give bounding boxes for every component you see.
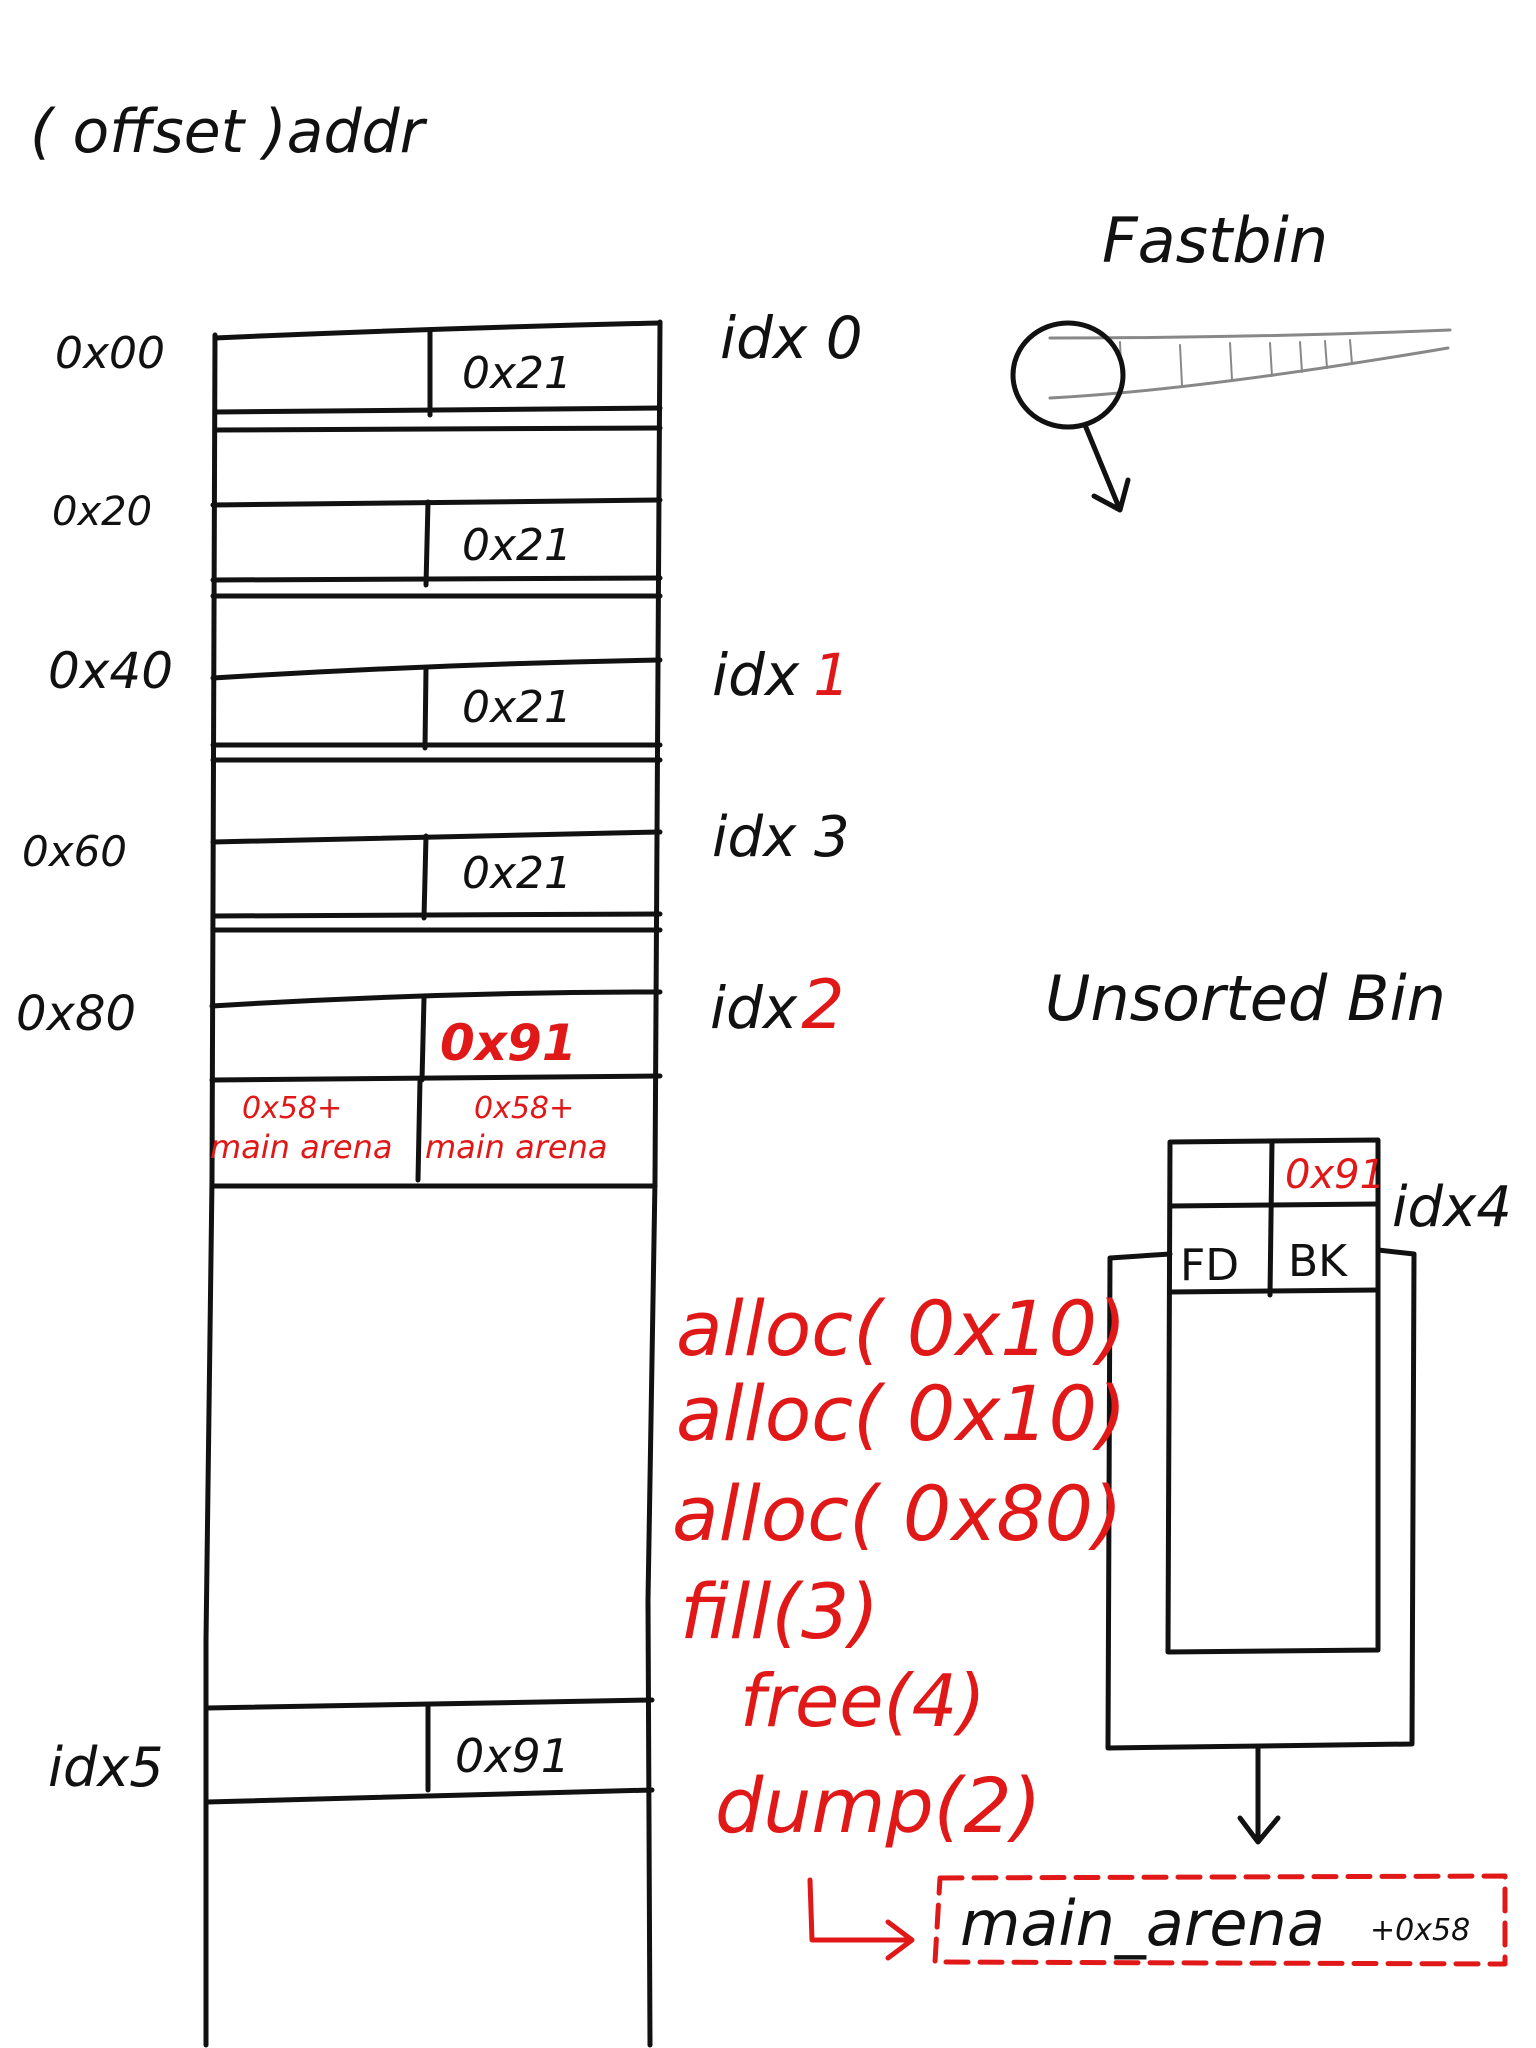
chunk-size-3: 0x21 bbox=[462, 848, 572, 899]
addr-title: ( offset )addr bbox=[30, 97, 428, 167]
unsorted-bin-structure: 0x91 FD BK idx4 bbox=[1105, 1137, 1512, 1845]
operation-4: fill(3) bbox=[680, 1567, 879, 1656]
unsorted-bin-idx: idx4 bbox=[1392, 1175, 1512, 1240]
operation-5: free(4) bbox=[740, 1659, 986, 1743]
operation-3: alloc( 0x80) bbox=[672, 1469, 1123, 1558]
result-main-arena: main_arena bbox=[960, 1887, 1325, 1960]
unsorted-bin-arrow bbox=[1237, 1743, 1281, 1845]
fastbin-array bbox=[1010, 320, 1452, 513]
idx-label-1-prefix: idx bbox=[712, 641, 800, 709]
fastbin-arrow bbox=[1082, 422, 1131, 513]
addr-label-0x20: 0x20 bbox=[52, 489, 152, 535]
operation-1: alloc( 0x10) bbox=[676, 1284, 1127, 1373]
addr-label-0x60: 0x60 bbox=[22, 827, 127, 876]
bk-value-line2: main arena bbox=[425, 1128, 607, 1166]
idx-label-0: idx 0 bbox=[720, 304, 863, 372]
chunk-0x20: 0x21 bbox=[210, 497, 663, 599]
idx-label-2-prefix: idx bbox=[710, 974, 798, 1042]
operation-6: dump(2) bbox=[715, 1761, 1041, 1850]
chunk-0x00: 0x21 bbox=[212, 329, 663, 433]
chunk-idx5: 0x91 bbox=[204, 1697, 655, 1805]
fd-value-line1: 0x58+ bbox=[242, 1091, 342, 1126]
chunk-0x80: 0x91 0x58+ main arena 0x58+ main arena bbox=[209, 989, 663, 1189]
chunk-size-4: 0x91 bbox=[440, 1014, 577, 1072]
result-arrow bbox=[807, 1877, 915, 1961]
idx-label-2-number: 2 bbox=[801, 966, 844, 1045]
unsorted-bin-fd: FD bbox=[1180, 1240, 1239, 1291]
chunk-0x40: 0x21 bbox=[210, 657, 663, 763]
addr-label-0x00: 0x00 bbox=[55, 328, 165, 379]
chunk-size-idx5: 0x91 bbox=[455, 1729, 570, 1783]
operation-2: alloc( 0x10) bbox=[676, 1369, 1127, 1458]
chunk-0x60: 0x21 bbox=[210, 829, 663, 933]
operations-list: alloc( 0x10) alloc( 0x10) alloc( 0x80) f… bbox=[672, 1284, 1127, 1850]
unsorted-bin-size: 0x91 bbox=[1285, 1152, 1385, 1198]
idx5-label: idx5 bbox=[48, 1736, 164, 1799]
chunk-size-0: 0x21 bbox=[462, 348, 572, 399]
fastbin-head-circle bbox=[1010, 320, 1126, 430]
fastbin-title: Fastbin bbox=[1102, 204, 1328, 277]
idx-label-2: idx2 bbox=[710, 966, 845, 1045]
chunk-size-1: 0x21 bbox=[462, 520, 572, 571]
unsorted-bin-title: Unsorted Bin bbox=[1045, 962, 1446, 1035]
chunk-size-2: 0x21 bbox=[462, 682, 572, 733]
idx-label-1-number: 1 bbox=[813, 641, 850, 709]
fd-value-line2: main arena bbox=[210, 1128, 392, 1166]
addr-label-0x80: 0x80 bbox=[16, 986, 136, 1042]
result-box: main_arena +0x58 bbox=[932, 1873, 1508, 1967]
bk-value-line1: 0x58+ bbox=[474, 1091, 574, 1126]
idx-label-3: idx 3 bbox=[712, 805, 850, 870]
unsorted-bin-bk: BK bbox=[1288, 1236, 1348, 1287]
addr-label-0x40: 0x40 bbox=[48, 642, 173, 700]
result-offset: +0x58 bbox=[1370, 1913, 1470, 1948]
